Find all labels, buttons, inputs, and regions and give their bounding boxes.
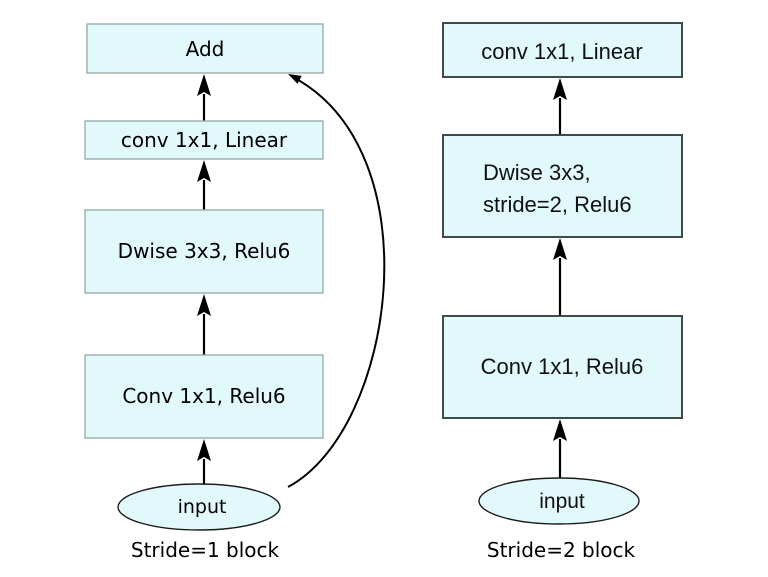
stride2-caption: Stride=2 block — [487, 538, 636, 562]
arrow-dwise-to-conv-linear — [197, 160, 211, 210]
node-dwise-left — [84, 209, 324, 294]
arrow-input-to-conv-relu — [197, 439, 211, 484]
skip-connection-curve — [287, 75, 386, 488]
skip-connection-arrowhead-icon — [288, 74, 302, 84]
node-conv-linear-right — [442, 22, 683, 78]
arrowhead-icon — [197, 160, 211, 182]
node-input-right — [478, 477, 640, 525]
node-input-left — [117, 483, 281, 531]
arrowhead-icon — [197, 294, 211, 316]
arrow-conv-linear-to-add — [197, 74, 211, 121]
node-dwise-right — [442, 134, 683, 238]
node-add — [86, 23, 324, 74]
node-add-label: Add — [186, 37, 225, 61]
node-dwise-left-label: Dwise 3x3, Relu6 — [118, 239, 291, 263]
node-dwise-right-label-line2: stride=2, Relu6 — [483, 192, 632, 217]
node-conv-relu-left-label: Conv 1x1, Relu6 — [122, 384, 285, 408]
node-conv-relu-left — [84, 354, 324, 439]
node-input-right-label: input — [539, 490, 585, 513]
arrowhead-icon — [553, 78, 567, 100]
node-conv-relu-right — [442, 315, 683, 419]
arrow-input-to-conv-relu-right — [553, 419, 567, 478]
arrow-conv-relu-to-dwise-right — [553, 238, 567, 316]
arrowhead-icon — [197, 439, 211, 461]
node-conv-linear-left-label: conv 1x1, Linear — [121, 128, 288, 152]
arrowhead-icon — [197, 74, 211, 96]
node-conv-relu-right-label: Conv 1x1, Relu6 — [481, 354, 644, 379]
node-dwise-right-label-line1: Dwise 3x3, — [483, 160, 591, 185]
stride1-caption: Stride=1 block — [131, 538, 280, 562]
arrow-dwise-to-conv-linear-right — [553, 78, 567, 135]
arrowhead-icon — [553, 419, 567, 441]
arrow-conv-relu-to-dwise — [197, 294, 211, 355]
node-conv-linear-right-label: conv 1x1, Linear — [481, 39, 642, 64]
node-input-left-label: input — [178, 496, 227, 518]
arrowhead-icon — [553, 238, 567, 260]
stride2-block: conv 1x1, Linear Dwise 3x3, stride=2, Re… — [442, 22, 683, 562]
stride1-block: Add conv 1x1, Linear Dwise 3x3, Relu6 Co… — [84, 23, 386, 562]
node-conv-linear-left — [84, 120, 324, 160]
